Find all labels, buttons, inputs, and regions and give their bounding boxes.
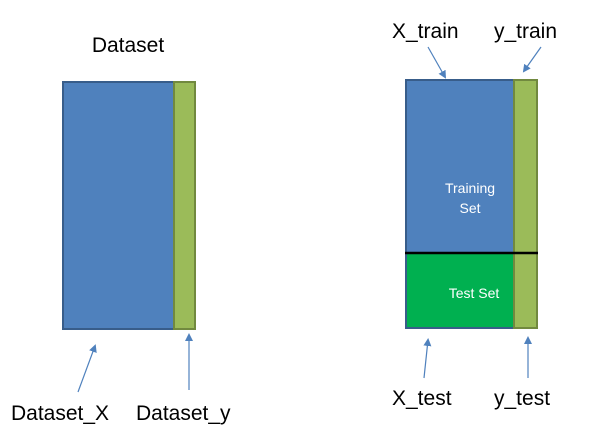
- x-test-arrow: [423, 338, 432, 379]
- dataset-title: Dataset: [92, 34, 165, 57]
- training-set-label-line2: Set: [459, 200, 480, 216]
- x-train-label: X_train: [392, 20, 459, 43]
- dataset-panel: Dataset Dataset_X Dataset_y: [11, 34, 231, 425]
- y-train-arrow: [522, 46, 542, 73]
- split-panel: X_train y_train Training Set Test Set X_…: [392, 20, 557, 410]
- x-test-label: X_test: [392, 387, 452, 410]
- y-test-label: y_test: [494, 387, 550, 410]
- dataset-x-block: [62, 81, 175, 330]
- y-train-label: y_train: [494, 20, 557, 43]
- x-train-block: [405, 79, 515, 254]
- dataset-x-label: Dataset_X: [11, 402, 109, 425]
- dataset-y-label: Dataset_y: [136, 402, 231, 425]
- x-train-arrow: [427, 46, 446, 79]
- dataset-x-arrow: [77, 344, 97, 393]
- training-set-label-line1: Training: [445, 180, 495, 196]
- dataset-y-block: [173, 81, 196, 330]
- y-split-block: [513, 79, 538, 329]
- test-set-label: Test Set: [449, 285, 500, 301]
